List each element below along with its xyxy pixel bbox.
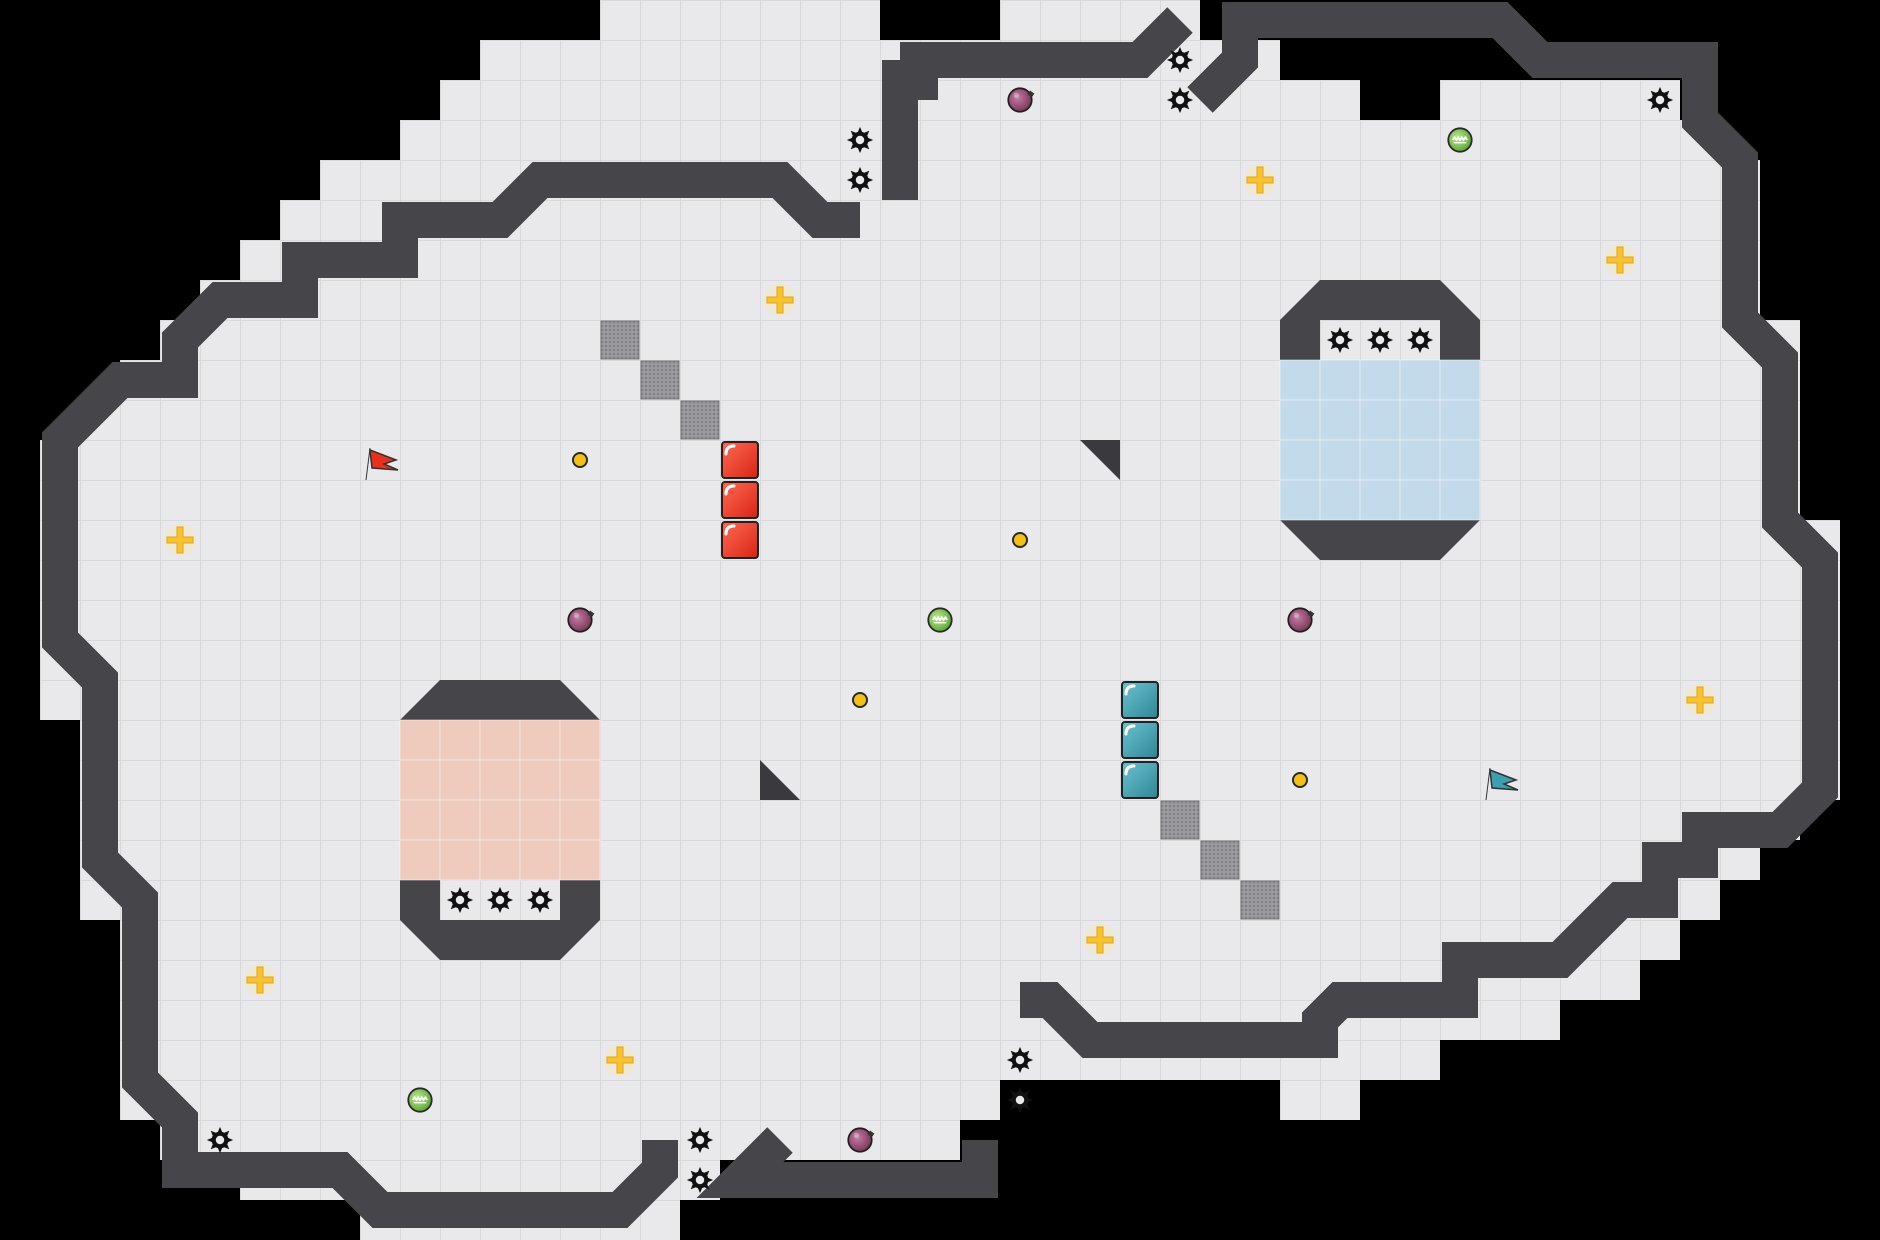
spike-icon [487,887,513,913]
blue-team-tile [1121,761,1159,799]
spike-icon [1007,1047,1033,1073]
gate-tile [640,360,680,400]
blue-flag-icon [1489,768,1519,791]
blue-endzone [1280,360,1480,520]
spike-icon [1407,327,1433,353]
spike-icon [1647,87,1673,113]
blue-team-tile [1121,721,1159,759]
tile-shine [1124,684,1136,696]
spike-icon [847,167,873,193]
red-flag-icon [369,448,399,471]
spike-icon [207,1127,233,1153]
red-zone-wall-bottom [400,880,600,960]
boost-icon [1683,683,1717,717]
blue-zone-wall-bottom [1280,520,1480,560]
gate-tile [600,320,640,360]
gate-tile [1200,840,1240,880]
tile-shine [724,484,736,496]
boost-icon [1243,163,1277,197]
spike-icon [1167,87,1193,113]
button-icon [1292,772,1308,788]
flag-pole [1485,767,1491,801]
tile-shine [724,444,736,456]
red-endzone [400,720,600,880]
spike-icon [687,1167,713,1193]
wall-triangle [1080,440,1120,480]
red-zone-wall-top [400,680,600,720]
boost-icon [763,283,797,317]
button-icon [1012,532,1028,548]
outer-wall-left [42,162,998,1228]
flag-pole [365,447,371,481]
tile-shine [724,524,736,536]
tile-shine [1124,764,1136,776]
spike-icon [527,887,553,913]
button-icon [852,692,868,708]
boost-icon [243,963,277,997]
spike-icon [687,1127,713,1153]
powerup-icon [927,607,953,633]
gate-tile [1160,800,1200,840]
spike-icon [1167,47,1193,73]
spike-icon [1327,327,1353,353]
button-icon [572,452,588,468]
spike-icon [1367,327,1393,353]
boost-icon [1603,243,1637,277]
powerup-icon [407,1087,433,1113]
spike-icon [1007,1087,1033,1113]
red-team-tile [721,521,759,559]
powerup-icon [1447,127,1473,153]
gate-tile [680,400,720,440]
arena-walls [42,2,1838,1228]
boost-icon [163,523,197,557]
blue-zone-wall-top [1280,280,1480,360]
red-team-tile [721,481,759,519]
red-team-tile [721,441,759,479]
boost-icon [603,1043,637,1077]
spike-icon [447,887,473,913]
gate-tile [1240,880,1280,920]
spike-icon [847,127,873,153]
wall-triangle [760,760,800,800]
tile-shine [1124,724,1136,736]
boost-icon [1083,923,1117,957]
blue-team-tile [1121,681,1159,719]
